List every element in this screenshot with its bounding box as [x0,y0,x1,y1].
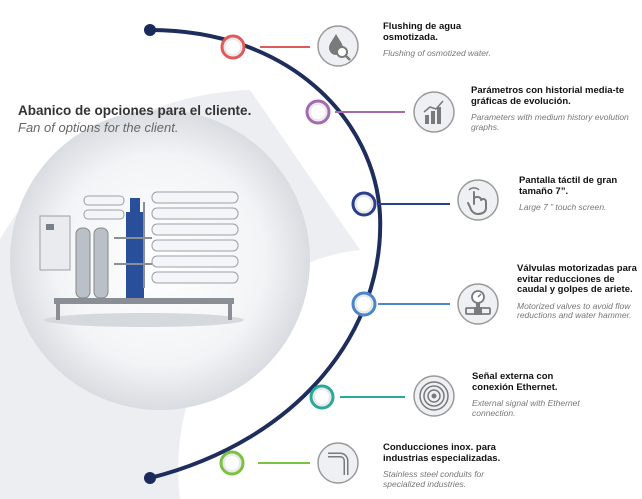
gauge-valve-icon [457,283,499,325]
feature-1: Flushing de agua osmotizada. Flushing of… [383,21,493,59]
arc-start-dot [144,24,156,36]
feature-2: Parámetros con historial media-te gráfic… [471,85,636,132]
arc-end-dot [144,472,156,484]
node-4 [351,291,377,317]
node-3 [351,191,377,217]
headline-title-en: Fan of options for the client. [18,120,179,135]
feature-5-es: Señal externa con conexión Ethernet. [472,371,558,393]
feature-6-en: Stainless steel conduits for specialized… [383,469,485,489]
feature-4-en: Motorized valves to avoid flow reduction… [517,300,632,320]
signal-waves-icon [413,375,455,417]
node-6 [219,450,245,476]
feature-3: Pantalla táctil de gran tamaño 7”. Large… [519,175,634,213]
feature-4-es: Válvulas motorizadas para evitar reducci… [517,263,637,295]
feature-6-es: Conducciones inox. para industrias espec… [383,442,501,464]
bar-chart-icon [413,91,455,133]
osmosis-machine-illustration [39,191,244,327]
timeline-arc [149,28,383,480]
headline-title-es: Abanico de opciones para el cliente. [18,103,252,118]
node-5 [309,384,335,410]
feature-4: Válvulas motorizadas para evitar reducci… [517,263,639,321]
feature-3-es: Pantalla táctil de gran tamaño 7”. [519,175,618,197]
node-2 [305,99,331,125]
water-drop-search-icon [317,25,359,67]
feature-5-en: External signal with Ethernet connection… [472,398,580,418]
pipe-elbow-icon [317,442,359,484]
feature-1-en: Flushing of osmotized water. [383,48,491,58]
feature-1-es: Flushing de agua osmotizada. [383,21,462,43]
feature-5: Señal externa con conexión Ethernet. Ext… [472,371,592,418]
headline: Abanico de opciones para el cliente. Fan… [18,102,288,136]
feature-6: Conducciones inox. para industrias espec… [383,442,518,489]
feature-2-es: Parámetros con historial media-te gráfic… [471,85,625,107]
touch-hand-icon [457,179,499,221]
feature-3-en: Large 7 ” touch screen. [519,202,607,212]
node-1 [220,34,246,60]
feature-2-en: Parameters with medium history evolution… [471,112,629,132]
